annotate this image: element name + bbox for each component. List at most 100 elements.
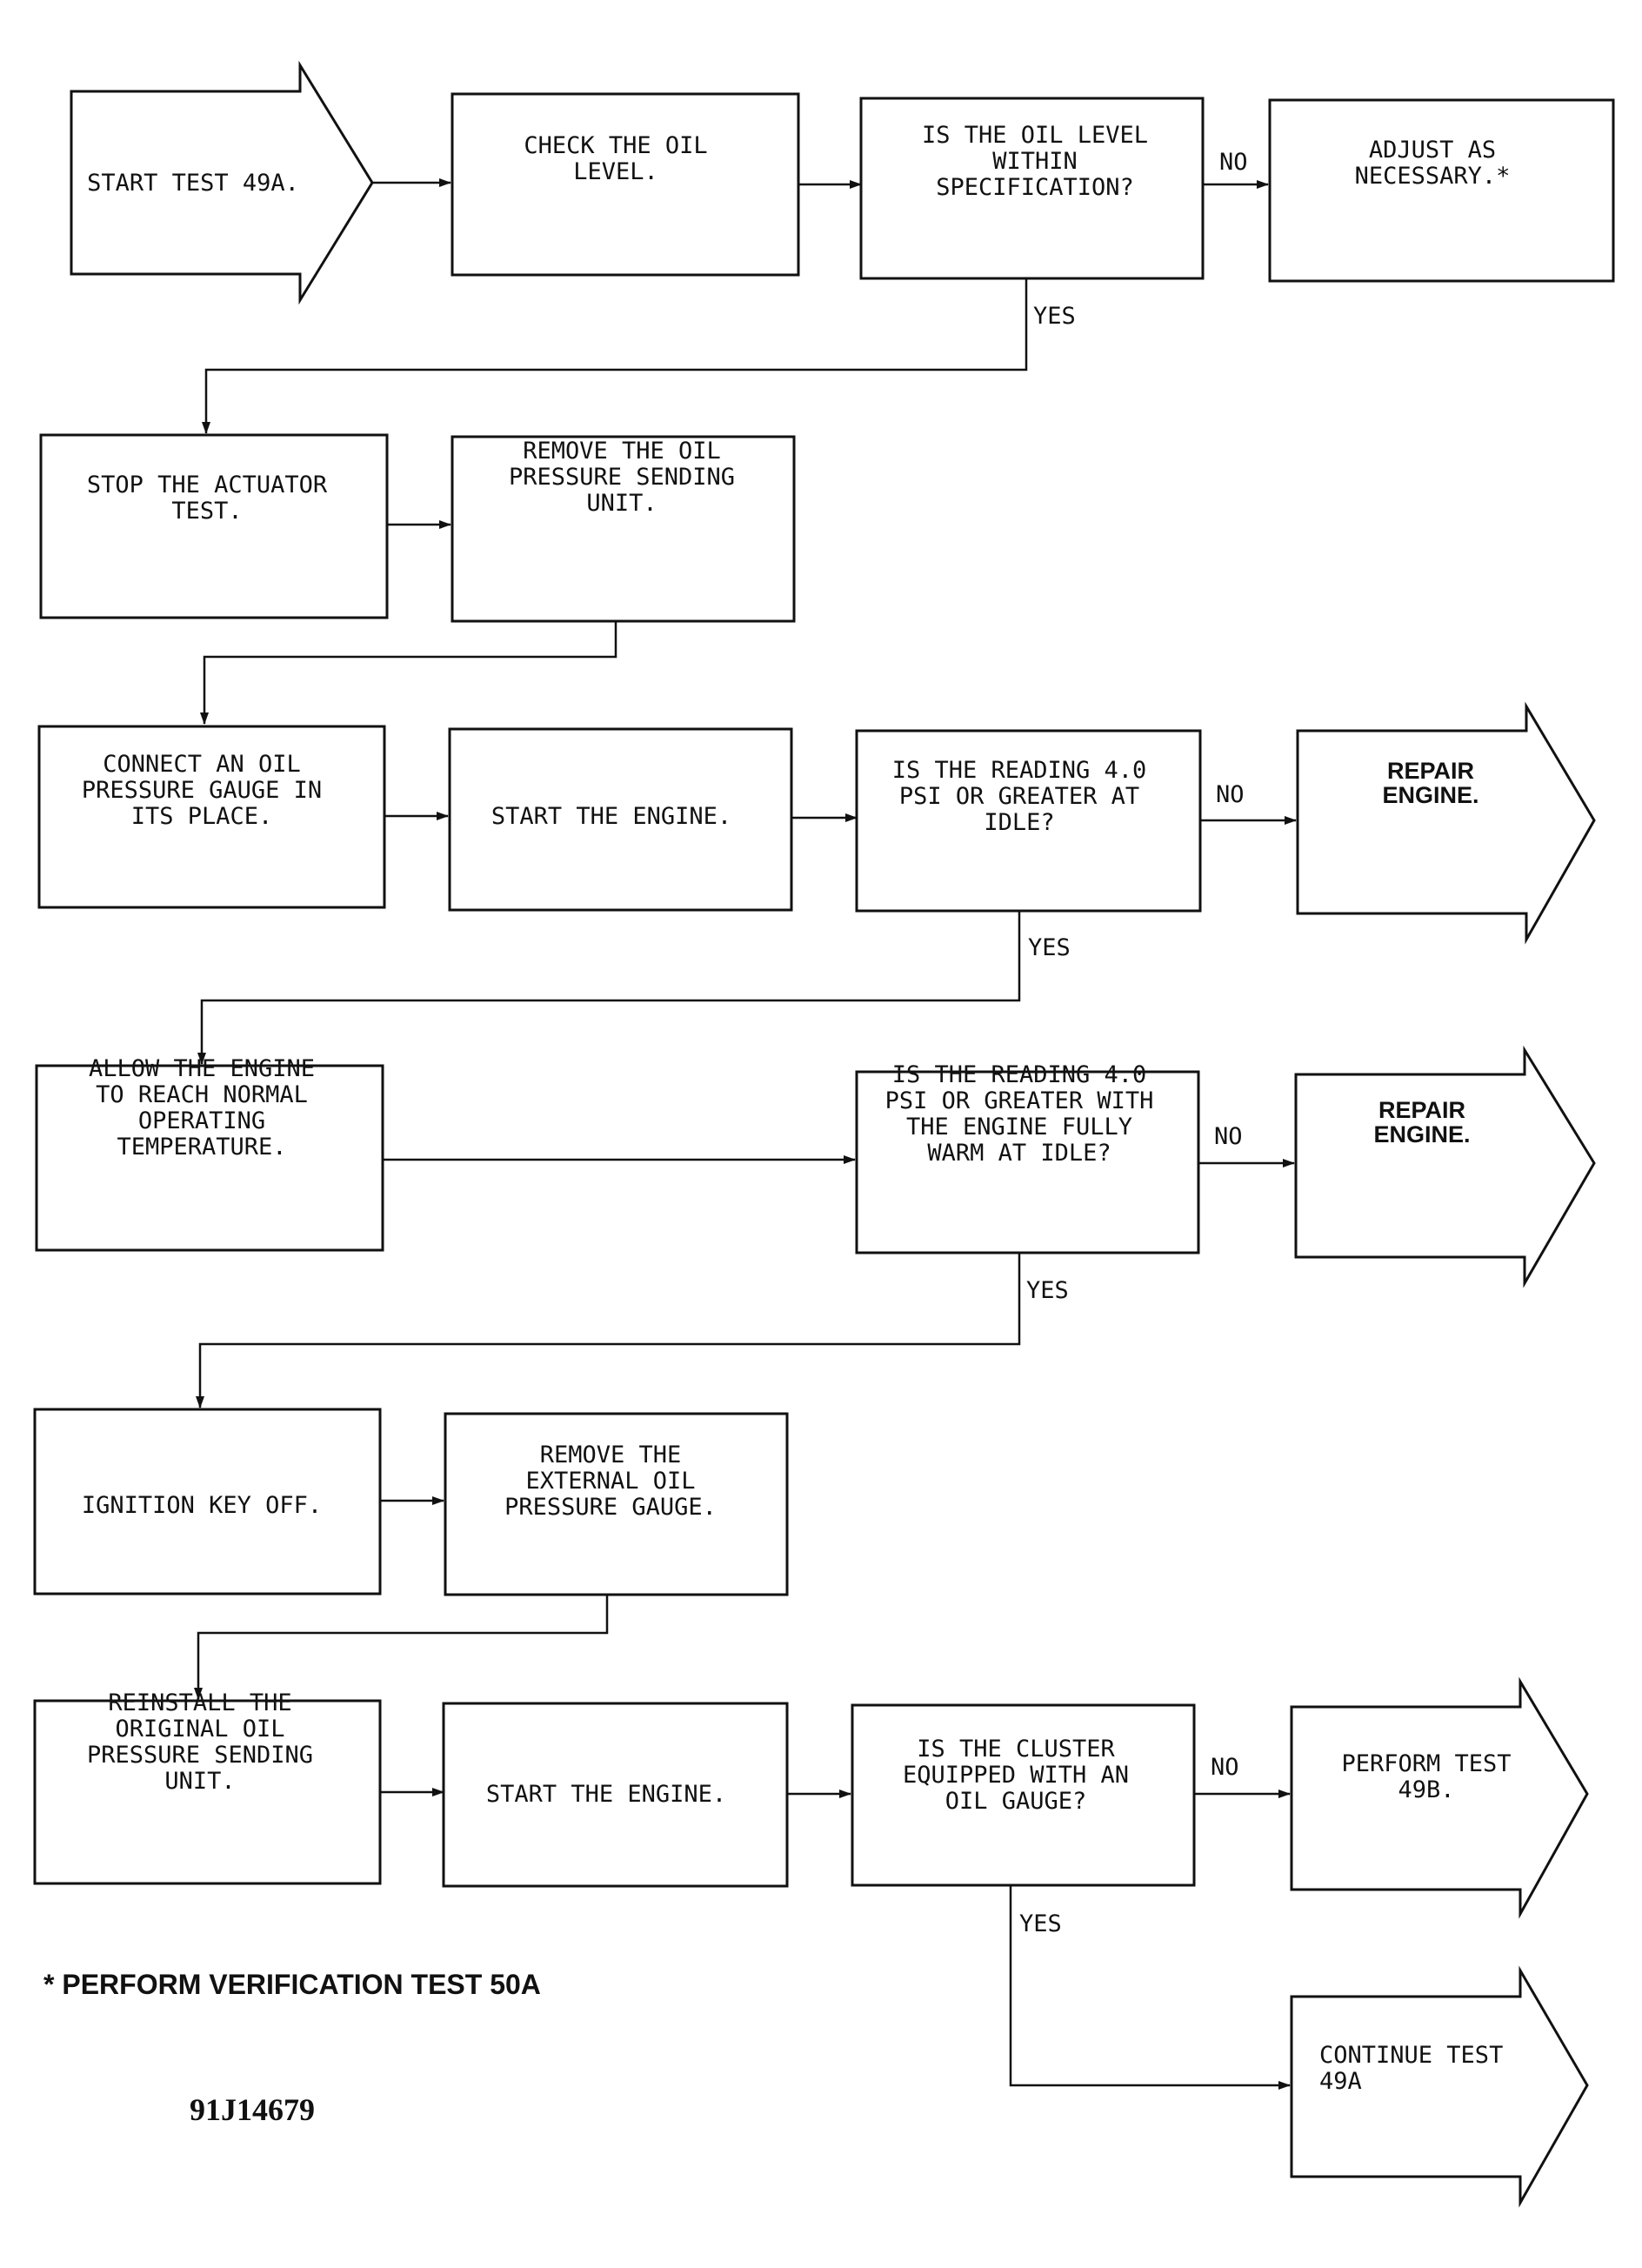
no-label-reading-warm: NO xyxy=(1214,1123,1243,1150)
node-line: ADJUST AS xyxy=(1369,137,1496,164)
node-line: PERFORM TEST xyxy=(1341,1750,1511,1777)
node-line: IDLE? xyxy=(984,809,1054,836)
warm-up-box xyxy=(35,1064,384,1252)
no-label-oil-level: NO xyxy=(1219,149,1248,176)
yes-label-reading-warm: YES xyxy=(1026,1277,1069,1304)
reading-idle-question-box xyxy=(855,729,1202,913)
node-line: EXTERNAL OIL xyxy=(525,1468,695,1495)
key-off-box xyxy=(33,1408,382,1596)
repair-engine-arrow-2 xyxy=(1294,1045,1596,1288)
node-line: ENGINE. xyxy=(1382,782,1478,808)
connectors xyxy=(194,178,1297,2090)
repair-engine-arrow-1 xyxy=(1296,701,1596,945)
figure-code: 91J14679 xyxy=(190,2092,315,2127)
node-line: THE ENGINE FULLY xyxy=(906,1114,1132,1141)
node-line: 49B. xyxy=(1398,1776,1454,1803)
node-line: ORIGINAL OIL xyxy=(115,1716,284,1743)
node-line: OIL GAUGE? xyxy=(945,1788,1087,1815)
node-line: SPECIFICATION? xyxy=(936,174,1134,201)
node-line: UNIT. xyxy=(164,1768,235,1795)
connect-gauge-box xyxy=(37,725,386,909)
key-off-text: IGNITION KEY OFF. xyxy=(82,1492,322,1519)
start-engine-box-1 xyxy=(448,727,793,912)
node-line: PRESSURE SENDING xyxy=(509,464,735,491)
yes-label-cluster: YES xyxy=(1019,1910,1062,1937)
yes-label-reading-idle: YES xyxy=(1028,934,1071,961)
node-line: REPAIR xyxy=(1378,1097,1465,1123)
node-line: WITHIN xyxy=(992,148,1078,175)
stop-actuator-box xyxy=(39,433,389,619)
oil-level-question-box xyxy=(859,97,1205,280)
node-line: IGNITION KEY OFF. xyxy=(82,1492,322,1519)
start-text: START TEST 49A. xyxy=(87,170,299,197)
node-line: PSI OR GREATER WITH xyxy=(885,1087,1154,1114)
node-line: IS THE READING 4.0 xyxy=(892,757,1147,784)
node-line: REMOVE THE xyxy=(540,1442,682,1469)
check-oil-box xyxy=(451,92,800,277)
node-line: IS THE OIL LEVEL xyxy=(922,122,1148,149)
node-line: CONNECT AN OIL xyxy=(103,751,301,778)
footnote: * PERFORM VERIFICATION TEST 50A xyxy=(43,1969,541,2000)
perform-49b-arrow xyxy=(1290,1676,1589,1919)
node-line: NECESSARY.* xyxy=(1355,163,1511,190)
connector-remove-sender-to-connect xyxy=(200,621,617,725)
node-line: LEVEL. xyxy=(573,158,658,185)
connector-cluster-yes-to-continue xyxy=(1009,1885,1291,2090)
connector-remove-gauge-to-reinstall xyxy=(194,1595,609,1700)
node-line: IS THE CLUSTER xyxy=(917,1736,1115,1763)
node-line: ALLOW THE ENGINE xyxy=(89,1055,315,1082)
shapes xyxy=(33,60,1615,2208)
connector-yes-to-key-off xyxy=(196,1253,1021,1408)
node-line: REMOVE THE OIL xyxy=(523,438,721,465)
continue-49a-arrow xyxy=(1290,1965,1589,2208)
cluster-question-box xyxy=(851,1703,1196,1887)
node-line: STOP THE ACTUATOR xyxy=(87,472,328,498)
node-line: IS THE READING 4.0 xyxy=(892,1061,1147,1088)
node-line: ITS PLACE. xyxy=(131,803,273,830)
remove-sender-box xyxy=(451,435,796,623)
node-line: TO REACH NORMAL xyxy=(96,1081,308,1108)
node-line: UNIT. xyxy=(586,490,657,517)
node-line: START TEST 49A. xyxy=(87,170,299,197)
node-line: TEST. xyxy=(171,498,242,525)
node-line: CHECK THE OIL xyxy=(524,132,707,159)
remove-gauge-box xyxy=(444,1412,789,1596)
reinstall-box xyxy=(33,1699,382,1885)
node-line: CONTINUE TEST xyxy=(1319,2042,1503,2069)
no-label-reading-idle: NO xyxy=(1216,781,1245,808)
node-line: PSI OR GREATER AT xyxy=(899,783,1139,810)
node-line: OPERATING xyxy=(138,1107,265,1134)
node-line: PRESSURE SENDING xyxy=(87,1742,313,1769)
node-line: WARM AT IDLE? xyxy=(927,1140,1111,1167)
connector-yes-to-warm-up xyxy=(197,911,1021,1065)
node-line: START THE ENGINE. xyxy=(486,1781,726,1808)
reading-warm-question-box xyxy=(855,1070,1200,1254)
node-line: TEMPERATURE. xyxy=(117,1134,286,1161)
adjust-box xyxy=(1268,98,1615,283)
node-line: 49A xyxy=(1319,2068,1362,2095)
no-label-cluster: NO xyxy=(1211,1754,1239,1781)
connector-yes-to-stop-actuator xyxy=(202,278,1028,434)
node-line: EQUIPPED WITH AN xyxy=(903,1762,1129,1789)
node-line: ENGINE. xyxy=(1373,1121,1470,1147)
start-arrow-shape xyxy=(70,60,374,305)
node-line: REPAIR xyxy=(1387,758,1474,784)
node-line: REINSTALL THE xyxy=(108,1689,291,1716)
